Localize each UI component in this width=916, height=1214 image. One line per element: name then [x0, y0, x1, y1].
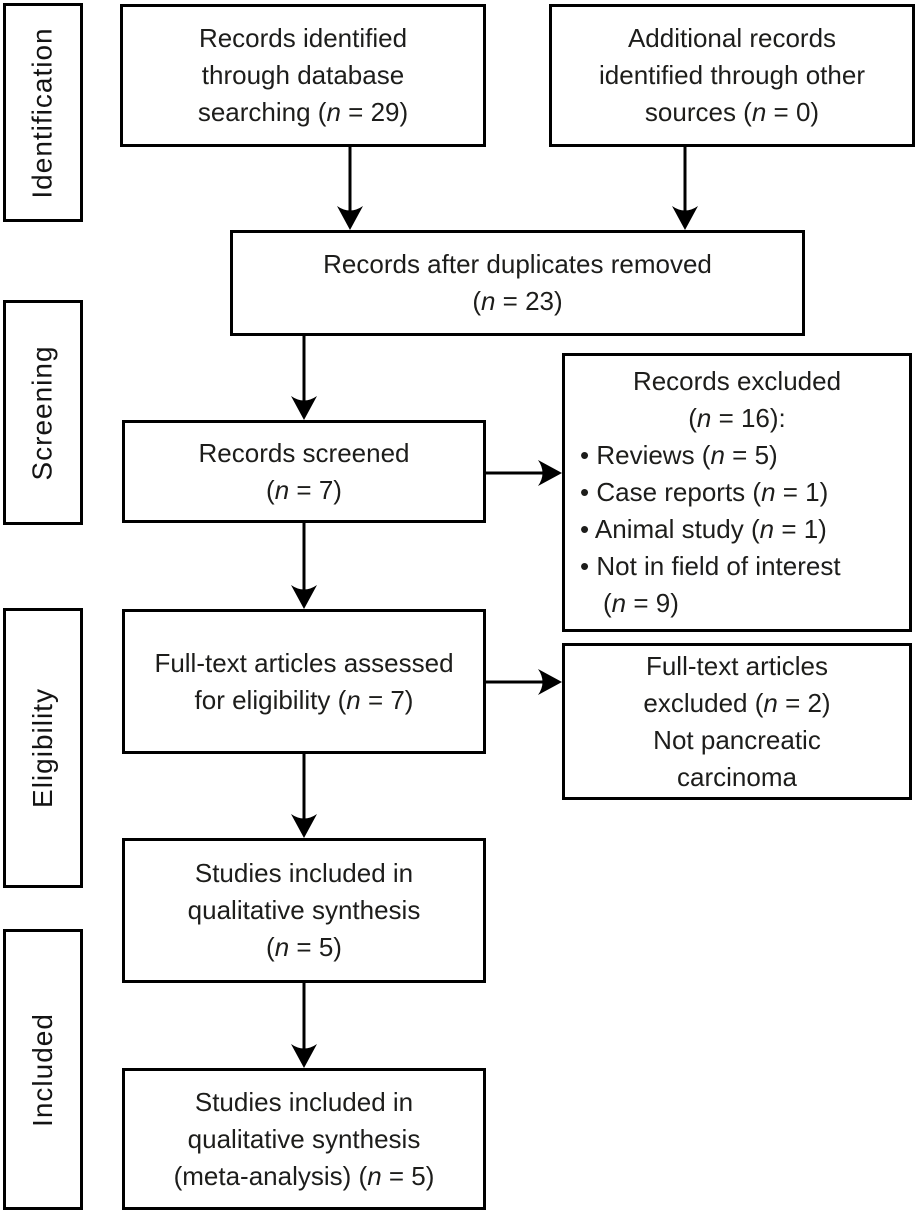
box-line: (n = 9) [603, 588, 679, 618]
box-fulltext-assessed: Full-text articles assessed for eligibili… [122, 609, 486, 754]
stage-box-included: Included [3, 929, 83, 1210]
box-line: Full-text articles [645, 650, 829, 681]
box-line: • Case reports (n = 1) [580, 477, 829, 507]
stage-label-screening: Screening [27, 344, 58, 481]
box-qualitative-synthesis: Studies included in qualitative synthesis… [122, 838, 486, 983]
arrowhead-down-icon [672, 206, 698, 230]
arrow-shaft [302, 336, 306, 402]
stage-box-identification: Identification [3, 3, 83, 222]
arrow-shaft [683, 147, 687, 212]
box-line: excluded (n = 2) [643, 687, 831, 718]
stage-label-included: Included [27, 1012, 58, 1127]
box-line: carcinoma [677, 761, 797, 792]
arrow-shaft [302, 983, 306, 1050]
box-line: qualitative synthesis [187, 895, 421, 925]
box-line: through database [201, 60, 405, 90]
arrow-shaft [486, 471, 546, 475]
box-line: for eligibility (n = 7) [194, 684, 414, 715]
box-line: Full-text articles assessed [154, 647, 454, 678]
box-records-excluded: Records excluded (n = 16): • Reviews (n = … [562, 353, 912, 632]
arrow-qualitative-to-meta [291, 983, 317, 1068]
arrow-additional-to-duplicates [672, 147, 698, 230]
arrow-duplicates-to-screened [291, 336, 317, 420]
box-line: Records screened [198, 437, 410, 468]
box-line: Records excluded [632, 366, 842, 396]
box-line: searching (n = 29) [197, 97, 409, 127]
stage-box-screening: Screening [3, 300, 83, 525]
box-line: Not pancreatic [653, 724, 821, 755]
box-duplicates-removed: Records after duplicates removed (n = 23) [230, 230, 805, 336]
arrowhead-down-icon [291, 585, 317, 609]
arrow-identified-to-duplicates [337, 147, 363, 230]
box-line: • Not in field of interest [580, 551, 841, 581]
box-line: qualitative synthesis [187, 1123, 421, 1154]
arrow-screened-to-excluded [486, 460, 562, 486]
arrowhead-down-icon [291, 396, 317, 420]
arrow-assessed-to-ftexcluded [486, 669, 562, 695]
box-line: Studies included in [194, 1086, 414, 1117]
box-line: sources (n = 0) [644, 97, 820, 127]
arrowhead-down-icon [291, 1044, 317, 1068]
arrow-shaft [348, 147, 352, 212]
box-additional-records: Additional records identified through oth… [549, 4, 915, 147]
box-line: (n = 16): [688, 403, 786, 433]
arrow-shaft [302, 754, 306, 820]
box-line: • Animal study (n = 1) [580, 514, 827, 544]
box-line: Records identified [198, 23, 408, 53]
arrowhead-down-icon [337, 206, 363, 230]
box-line: • Reviews (n = 5) [580, 440, 778, 470]
stage-box-eligibility: Eligibility [3, 608, 83, 888]
arrow-shaft [486, 680, 546, 684]
arrowhead-right-icon [538, 669, 562, 695]
arrow-assessed-to-qualitative [291, 754, 317, 838]
stage-label-identification: Identification [27, 26, 58, 199]
box-records-screened: Records screened (n = 7) [122, 420, 486, 523]
box-line: Studies included in [194, 858, 414, 888]
box-meta-analysis: Studies included in qualitative synthesis… [122, 1068, 486, 1210]
arrow-shaft [302, 523, 306, 591]
stage-label-eligibility: Eligibility [27, 688, 58, 808]
box-fulltext-excluded: Full-text articles excluded (n = 2) Not pa… [562, 643, 912, 800]
box-line: Additional records [627, 23, 837, 53]
box-records-identified: Records identified through database search… [120, 4, 486, 147]
box-line: (n = 5) [266, 932, 342, 962]
box-line: (meta-analysis) (n = 5) [173, 1160, 435, 1191]
arrow-screened-to-assessed [291, 523, 317, 609]
box-line: Records after duplicates removed [323, 249, 712, 279]
arrowhead-right-icon [538, 460, 562, 486]
box-line: (n = 23) [472, 286, 563, 316]
arrowhead-down-icon [291, 814, 317, 838]
box-line: identified through other [599, 60, 865, 90]
box-line: (n = 7) [266, 474, 342, 505]
